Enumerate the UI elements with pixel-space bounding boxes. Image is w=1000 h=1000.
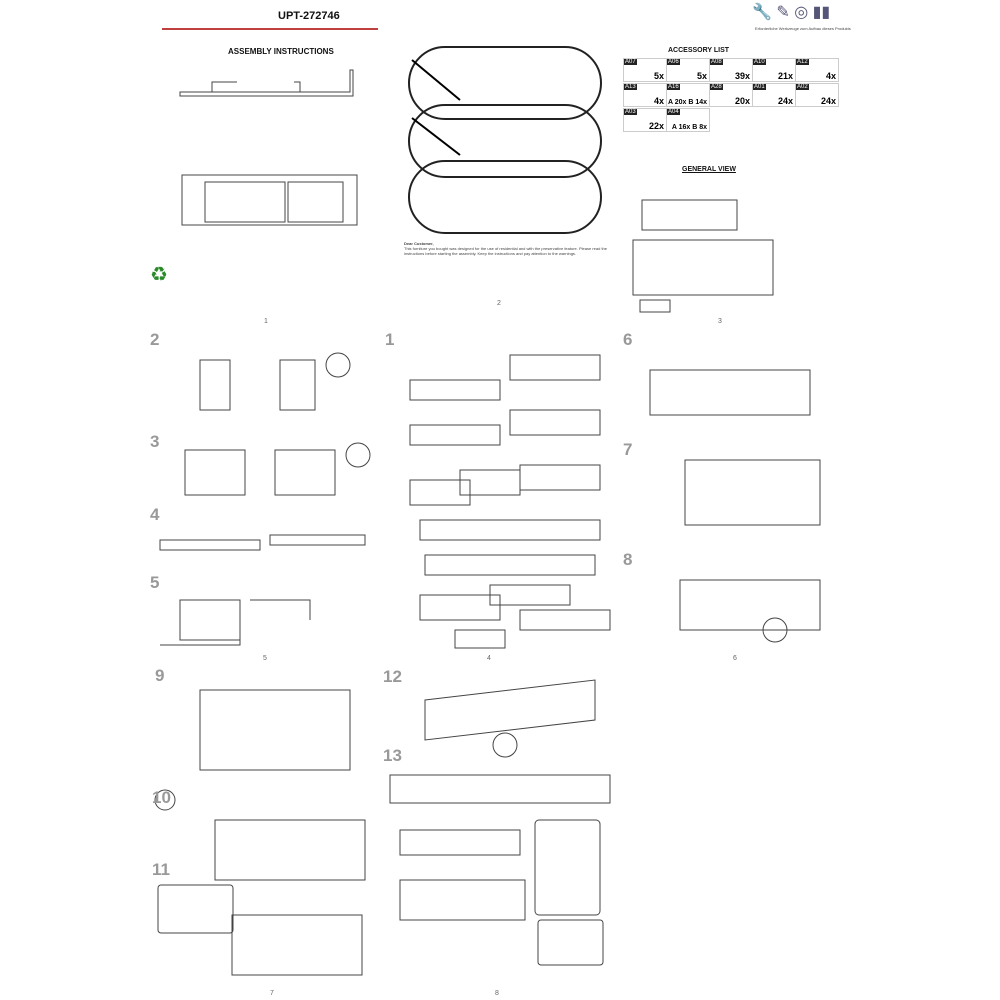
step-number: 8	[623, 550, 633, 569]
page-number: 8	[495, 990, 499, 997]
page-number: 2	[497, 300, 501, 307]
step-number: 10	[152, 788, 171, 807]
doc-title: ASSEMBLY INSTRUCTIONS	[228, 47, 334, 56]
step-number: 3	[150, 432, 160, 451]
general-view-title: GENERAL VIEW	[682, 166, 736, 173]
tools-icon: 🔧 ✎ ◎ ▮▮	[752, 4, 831, 21]
warning-illustration	[408, 46, 602, 120]
model-number: UPT-272746	[278, 10, 340, 22]
customer-note: Dear Customer,This furniture you bought …	[404, 241, 608, 256]
step-number: 12	[383, 667, 402, 686]
step-number: 1	[385, 330, 395, 349]
step-number: 4	[150, 505, 160, 524]
page-number: 3	[718, 318, 722, 325]
page-number: 6	[733, 655, 737, 662]
accessory-list-title: ACCESSORY LIST	[668, 47, 730, 54]
step-number: 5	[150, 573, 160, 592]
step-number: 2	[150, 330, 160, 349]
step-number: 6	[623, 330, 633, 349]
divider	[162, 28, 378, 30]
page-number: 1	[264, 318, 268, 325]
step-number: 11	[152, 860, 170, 879]
page-number: 5	[263, 655, 267, 662]
eco-badge-icon: ♻	[150, 264, 168, 286]
page-number: 4	[487, 655, 491, 662]
tools-caption: Erforderliche Werkzeuge zum Aufbau diese…	[755, 26, 851, 31]
warning-illustration	[408, 104, 602, 178]
step-number: 13	[383, 746, 402, 765]
step-number: 9	[155, 666, 165, 685]
step-number: 7	[623, 440, 633, 459]
warning-illustration	[408, 160, 602, 234]
parts-exploded-view	[409, 354, 611, 649]
page-number: 7	[270, 990, 274, 997]
